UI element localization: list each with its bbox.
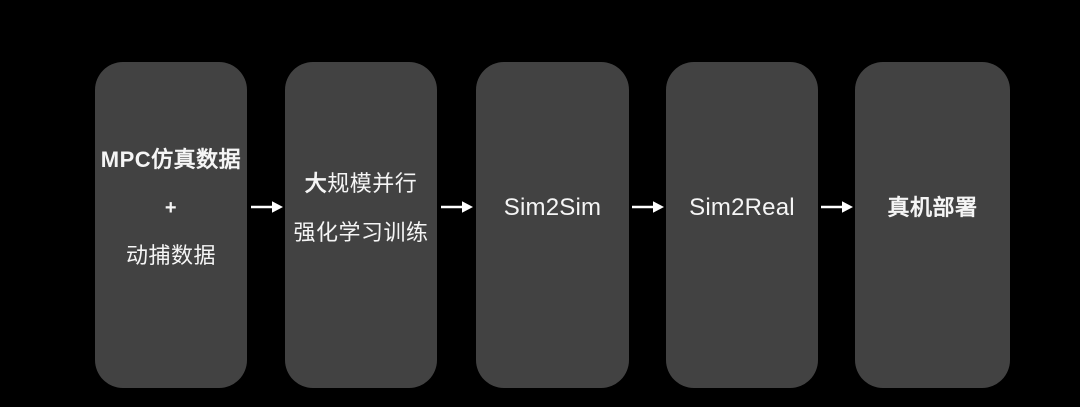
node-line: 大规模并行 bbox=[304, 170, 418, 196]
arrow-right-icon bbox=[440, 200, 474, 214]
arrow-right-icon bbox=[820, 200, 854, 214]
node-line: 真机部署 bbox=[887, 195, 978, 220]
plus-text: + bbox=[164, 197, 178, 219]
arrow-right-icon bbox=[250, 200, 284, 214]
node-line: Sim2Real bbox=[689, 194, 795, 221]
bold-prefix: 大 bbox=[304, 170, 328, 196]
flow-node-deployment: 真机部署 bbox=[855, 62, 1010, 388]
line-rest: 规模并行 bbox=[327, 170, 418, 196]
flow-node-training-data: MPC仿真数据 + 动捕数据 bbox=[95, 62, 247, 388]
node-line: MPC仿真数据 bbox=[100, 147, 242, 172]
arrow-right-icon bbox=[631, 200, 665, 214]
flow-node-rl-training: 大规模并行 强化学习训练 bbox=[285, 62, 437, 388]
node-line: 强化学习训练 bbox=[293, 219, 429, 245]
flow-node-sim2sim: Sim2Sim bbox=[476, 62, 629, 388]
flow-node-sim2real: Sim2Real bbox=[666, 62, 818, 388]
node-line: 动捕数据 bbox=[125, 243, 216, 268]
node-line: Sim2Sim bbox=[503, 194, 602, 221]
